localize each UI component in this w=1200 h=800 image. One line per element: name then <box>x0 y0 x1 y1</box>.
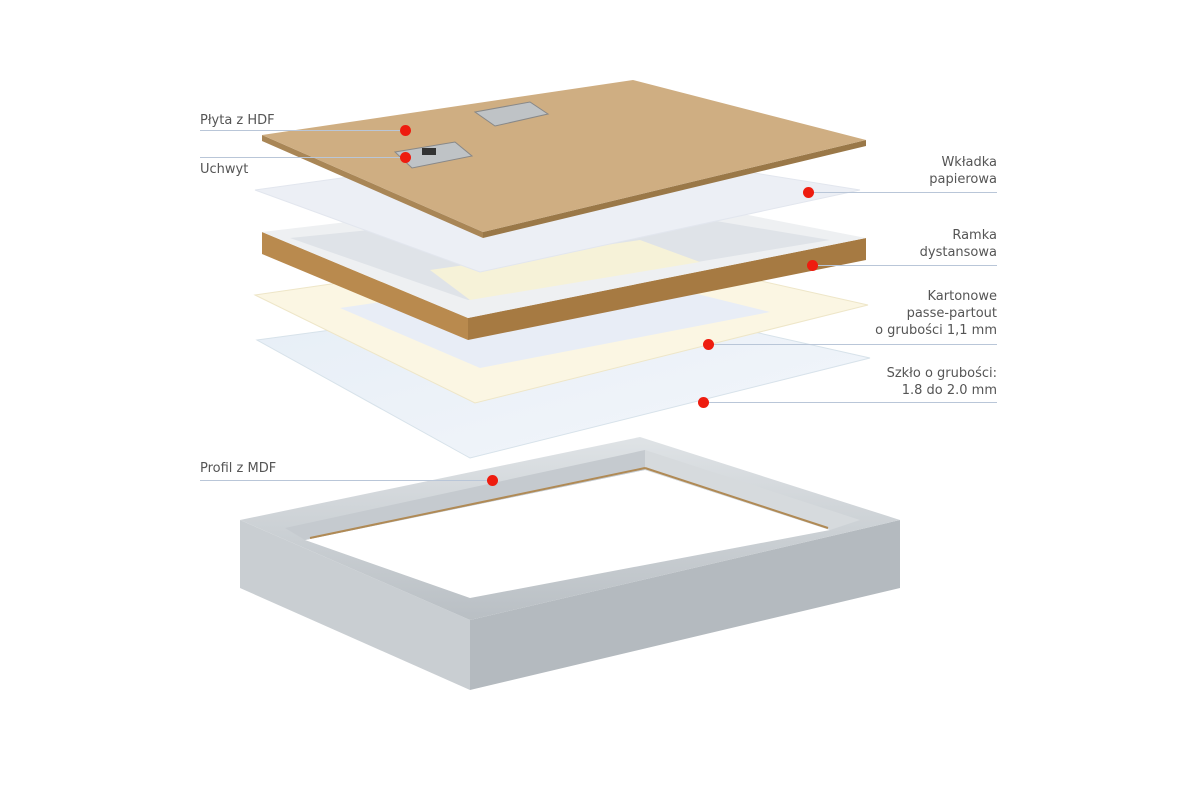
label-line: passe-partout <box>906 306 997 321</box>
label-line: papierowa <box>929 172 997 187</box>
leader-line-glass <box>703 402 997 403</box>
leader-line-passe-partout <box>708 344 997 345</box>
leader-line-mdf-profile <box>200 480 492 481</box>
label-hanger: Uchwyt <box>200 162 249 177</box>
label-line: 1.8 do 2.0 mm <box>901 383 997 398</box>
mdf-profile-frame <box>240 437 900 690</box>
leader-line-hdf-board <box>200 130 405 131</box>
marker-dot-hanger <box>399 151 411 163</box>
label-paper-insert: Wkładka papierowa <box>929 154 997 188</box>
marker-dot-mdf-profile <box>486 474 498 486</box>
marker-dot-glass <box>697 396 709 408</box>
marker-dot-paper-insert <box>802 186 814 198</box>
label-line: Szkło o grubości: <box>886 366 997 381</box>
leader-line-paper-insert <box>808 192 997 193</box>
label-hdf-board: Płyta z HDF <box>200 113 275 128</box>
label-mdf-profile: Profil z MDF <box>200 461 277 476</box>
marker-dot-hdf-board <box>399 124 411 136</box>
hdf-board <box>262 80 866 238</box>
label-spacer-frame: Ramka dystansowa <box>920 227 997 261</box>
label-line: dystansowa <box>919 245 997 260</box>
hanger-clips <box>393 101 550 169</box>
label-glass: Szkło o grubości: 1.8 do 2.0 mm <box>887 365 997 399</box>
leader-line-hanger <box>200 157 405 158</box>
label-line: o grubości 1,1 mm <box>875 323 997 338</box>
label-passe-partout: Kartonowe passe-partout o grubości 1,1 m… <box>875 288 997 339</box>
marker-dot-spacer-frame <box>806 259 818 271</box>
leader-line-spacer-frame <box>812 265 997 266</box>
label-line: Ramka <box>952 228 997 243</box>
label-line: Kartonowe <box>927 289 997 304</box>
label-line: Wkładka <box>941 155 997 170</box>
marker-dot-passe-partout <box>702 338 714 350</box>
